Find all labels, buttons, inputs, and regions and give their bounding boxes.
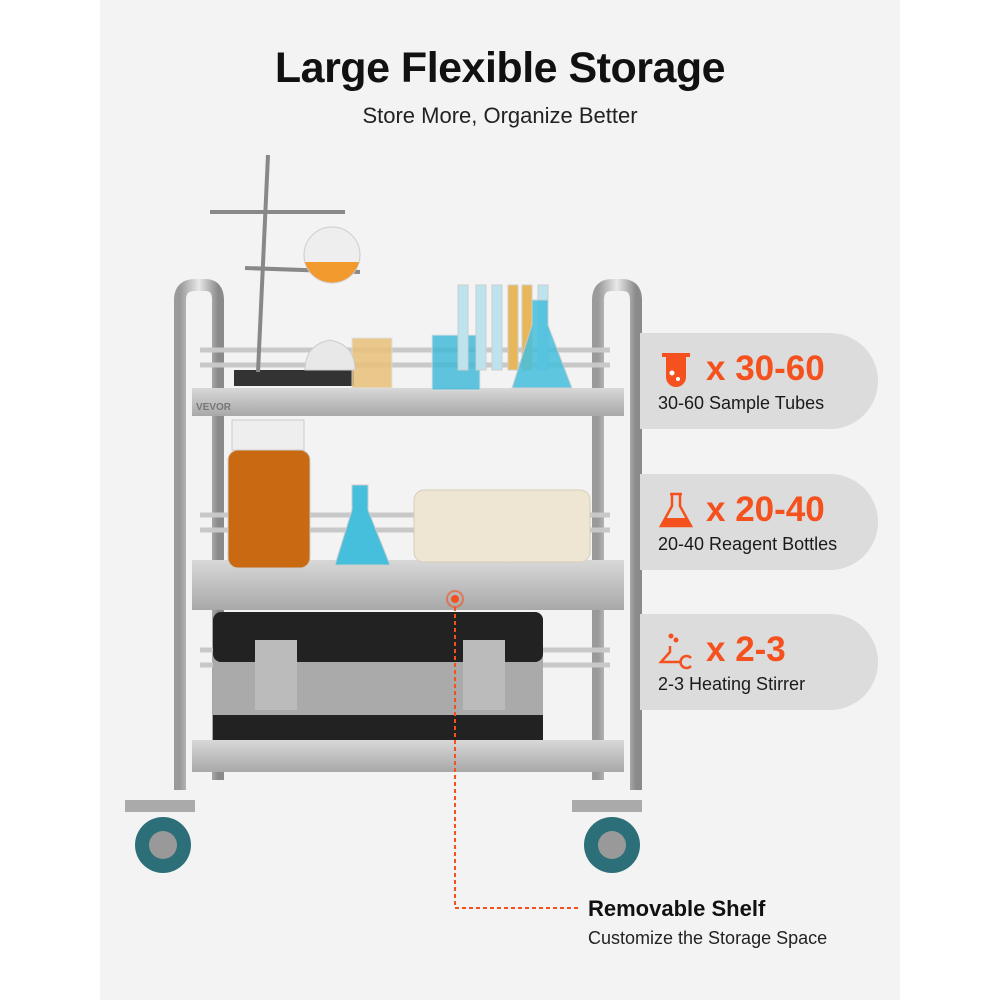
storage-bin [413, 489, 591, 563]
beaker [351, 337, 393, 389]
reagent-jar [227, 419, 311, 569]
callout-title: Removable Shelf [588, 896, 766, 921]
callout-subtitle: Customize the Storage Space [588, 928, 828, 948]
capacity-badge-bottles: x 20-40 20-40 Reagent Bottles [640, 474, 878, 570]
capacity-label: 2-3 Heating Stirrer [658, 674, 806, 694]
svg-text:VEVOR: VEVOR [196, 402, 232, 413]
capacity-label: 20-40 Reagent Bottles [658, 534, 838, 554]
capacity-label: 30-60 Sample Tubes [658, 393, 825, 413]
heating-stirrer-icon [658, 633, 692, 670]
removable-shelf-marker [446, 590, 578, 909]
beaker-blue [431, 334, 481, 391]
erlenmeyer-flask [511, 299, 573, 389]
test-tube-icon [662, 353, 690, 387]
capacity-count: x 30-60 [706, 349, 825, 388]
page-subtitle: Store More, Organize Better [362, 103, 638, 128]
conical-flask [334, 484, 391, 566]
page-title: Large Flexible Storage [274, 44, 726, 92]
flask-icon [658, 492, 694, 528]
alcohol-lamp [304, 339, 356, 371]
top-shelf: VEVOR [192, 388, 624, 416]
retort-stand [210, 154, 361, 386]
caster-wheels [125, 800, 642, 873]
bottom-shelf [192, 740, 624, 772]
toolbox [213, 612, 543, 740]
capacity-badge-tubes: x 30-60 30-60 Sample Tubes [640, 333, 878, 429]
capacity-count: x 20-40 [706, 490, 825, 529]
capacity-badge-stirrer: x 2-3 2-3 Heating Stirrer [640, 614, 878, 710]
capacity-count: x 2-3 [706, 630, 786, 669]
